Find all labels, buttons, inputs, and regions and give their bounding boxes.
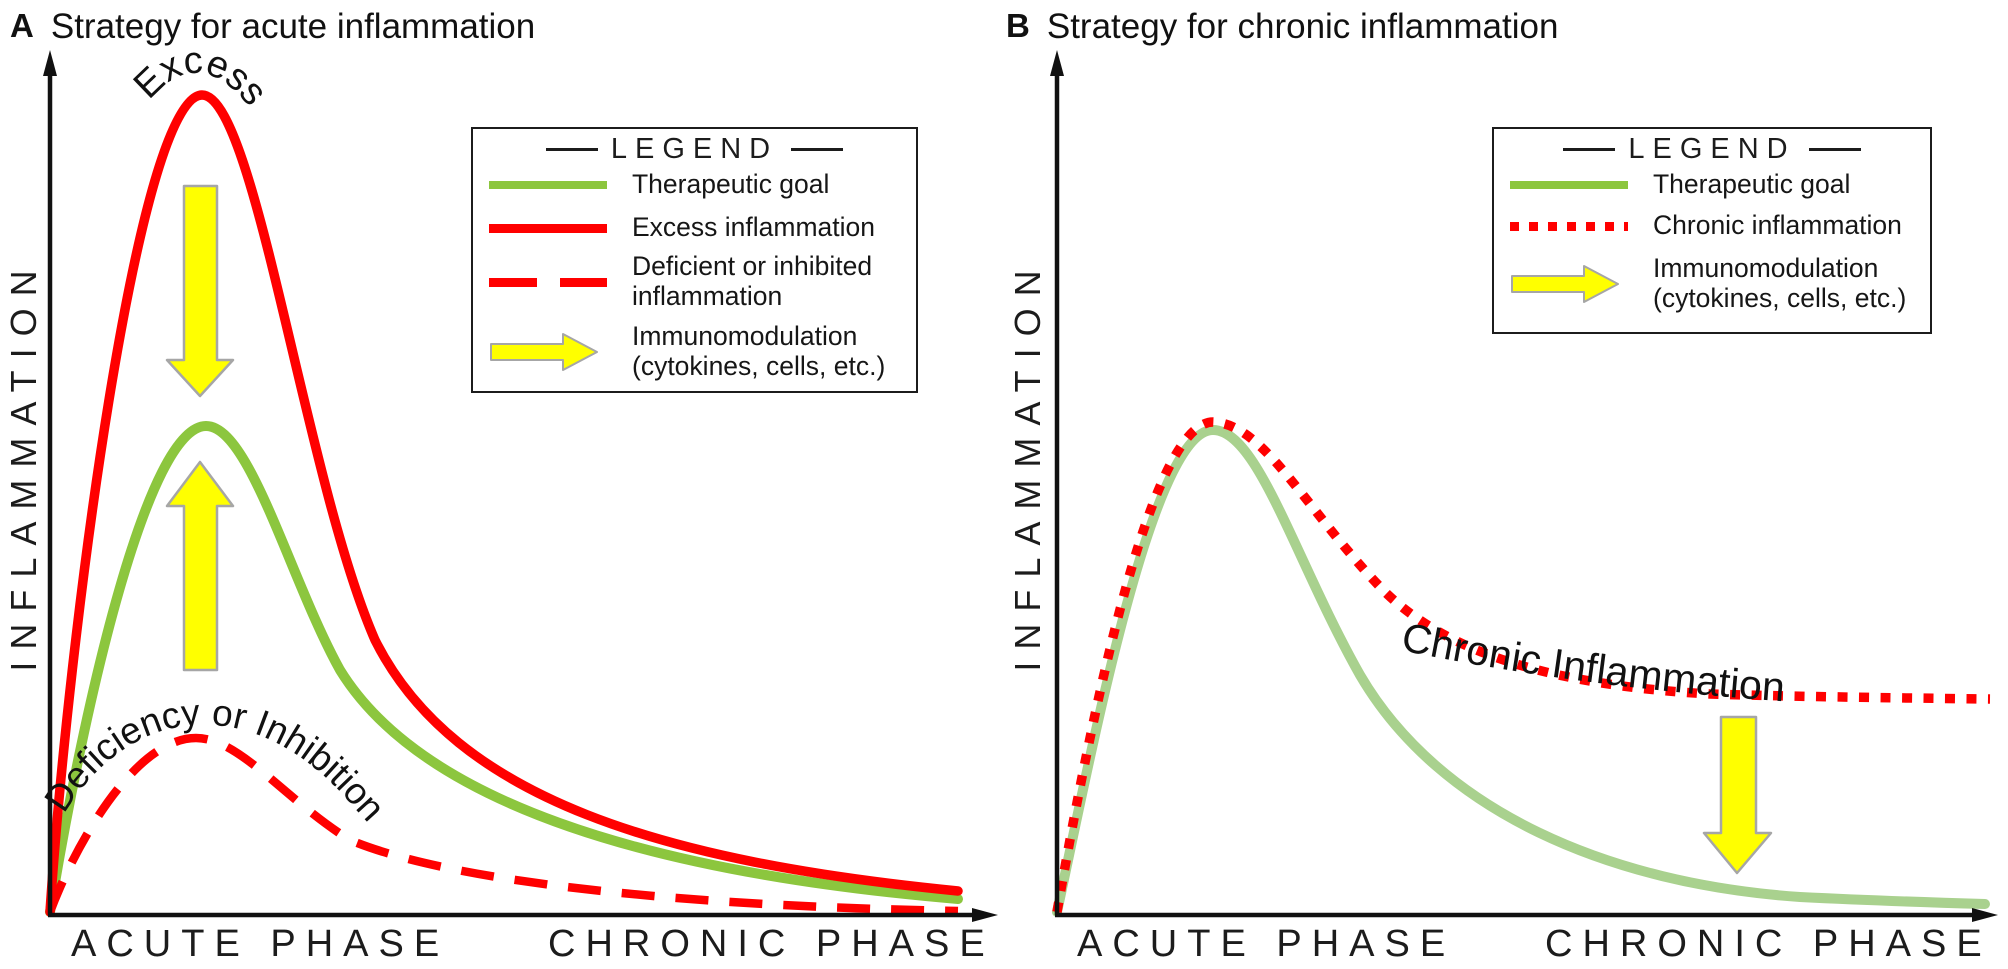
legend-item-excess: Excess inflammation	[485, 205, 904, 251]
legend-item-label: Therapeutic goal	[632, 169, 830, 200]
chronic-curve-label-text: Chronic Inflammation	[1398, 614, 1786, 711]
panel-b-letter: B	[1006, 7, 1030, 44]
immunomodulation-up-arrow	[165, 460, 235, 672]
immunomodulation-down-arrow	[165, 184, 235, 398]
legend-header-b: LEGEND	[1506, 133, 1918, 165]
panel-a-title-row: A Strategy for acute inflammation	[10, 7, 536, 47]
swatch-cell	[1510, 221, 1632, 231]
x-axis-label-chronic-a: CHRONIC PHASE	[548, 923, 995, 965]
excess-label: Excess	[126, 39, 275, 113]
legend-item-chronic: Chronic inflammation	[1506, 205, 1918, 247]
legend-title: LEGEND	[610, 132, 779, 165]
yellow-arrow-icon	[490, 333, 598, 371]
immunomodulation-down-arrow-b	[1702, 715, 1773, 875]
legend-item-deficient: Deficient or inhibited inflammation	[485, 251, 904, 313]
legend-item-immunomodulation: Immunomodulation (cytokines, cells, etc.…	[485, 313, 904, 391]
legend-item-label: Chronic inflammation	[1653, 210, 1902, 241]
yellow-arrow-swatch	[490, 333, 598, 371]
chronic-inflammation-label: Chronic Inflammation	[1398, 614, 1786, 711]
red-dashed-line-swatch	[489, 277, 607, 287]
legend-item-label: Excess inflammation	[632, 212, 876, 243]
panel-b-title-row: B Strategy for chronic inflammation	[1006, 7, 1559, 47]
legend-title: LEGEND	[1628, 132, 1796, 165]
y-axis-label-b: INFLAMMATION	[1007, 258, 1048, 672]
legend-item-label: Immunomodulation (cytokines, cells, etc.…	[1653, 253, 1907, 313]
swatch-cell	[1510, 263, 1632, 305]
swatch-cell	[1510, 181, 1632, 189]
swatch-cell	[489, 331, 611, 373]
red-solid-line-swatch	[489, 223, 607, 233]
legend-item-therapeutic: Therapeutic goal	[485, 165, 904, 205]
legend-header-a: LEGEND	[485, 133, 904, 165]
legend-item-label: Therapeutic goal	[1653, 169, 1851, 200]
panel-a-letter: A	[10, 7, 34, 44]
y-axis-arrowhead-a	[43, 50, 57, 76]
therapeutic-goal-curve-b	[1052, 424, 1990, 917]
green-solid-line-swatch	[1510, 181, 1628, 189]
legend-item-label: Immunomodulation (cytokines, cells, etc.…	[632, 321, 886, 381]
deficient-inflammation-curve	[46, 733, 959, 916]
panel-a-title: Strategy for acute inflammation	[50, 7, 536, 46]
x-axis-label-acute-a: ACUTE PHASE	[71, 923, 450, 965]
y-axis-arrowhead-b	[1050, 50, 1064, 76]
swatch-cell	[489, 223, 611, 233]
y-axis-label-a: INFLAMMATION	[3, 258, 44, 672]
x-axis-label-chronic-b: CHRONIC PHASE	[1545, 923, 1992, 965]
legend-rule-left	[1563, 147, 1616, 151]
therapeutic-goal-curve-a	[45, 420, 963, 917]
swatch-cell	[489, 277, 611, 287]
legend-item-therapeutic: Therapeutic goal	[1506, 165, 1918, 205]
yellow-arrow-swatch	[1511, 265, 1619, 303]
legend-rule-right	[791, 147, 844, 151]
x-axis-label-acute-b: ACUTE PHASE	[1077, 923, 1456, 965]
x-axis-arrowhead-a	[972, 908, 998, 922]
legend-item-immunomodulation: Immunomodulation (cytokines, cells, etc.…	[1506, 247, 1918, 321]
green-solid-line-swatch	[489, 181, 607, 189]
panel-b-title: Strategy for chronic inflammation	[1046, 7, 1559, 46]
chronic-inflammation-curve	[1052, 417, 1991, 913]
excess-curve-label-text: Excess	[126, 39, 275, 113]
swatch-cell	[489, 181, 611, 189]
legend-rule-left	[545, 147, 598, 151]
x-axis-arrowhead-b	[1972, 908, 1998, 922]
excess-inflammation-curve	[45, 90, 963, 917]
legend-item-label: Deficient or inhibited inflammation	[632, 251, 873, 311]
legend-box-a: LEGEND Therapeutic goal Excess inflammat…	[471, 127, 918, 393]
yellow-arrow-icon	[1511, 265, 1619, 303]
red-dotted-line-swatch	[1510, 221, 1628, 231]
legend-box-b: LEGEND Therapeutic goal Chronic inflamma…	[1492, 127, 1932, 334]
legend-rule-right	[1808, 147, 1861, 151]
